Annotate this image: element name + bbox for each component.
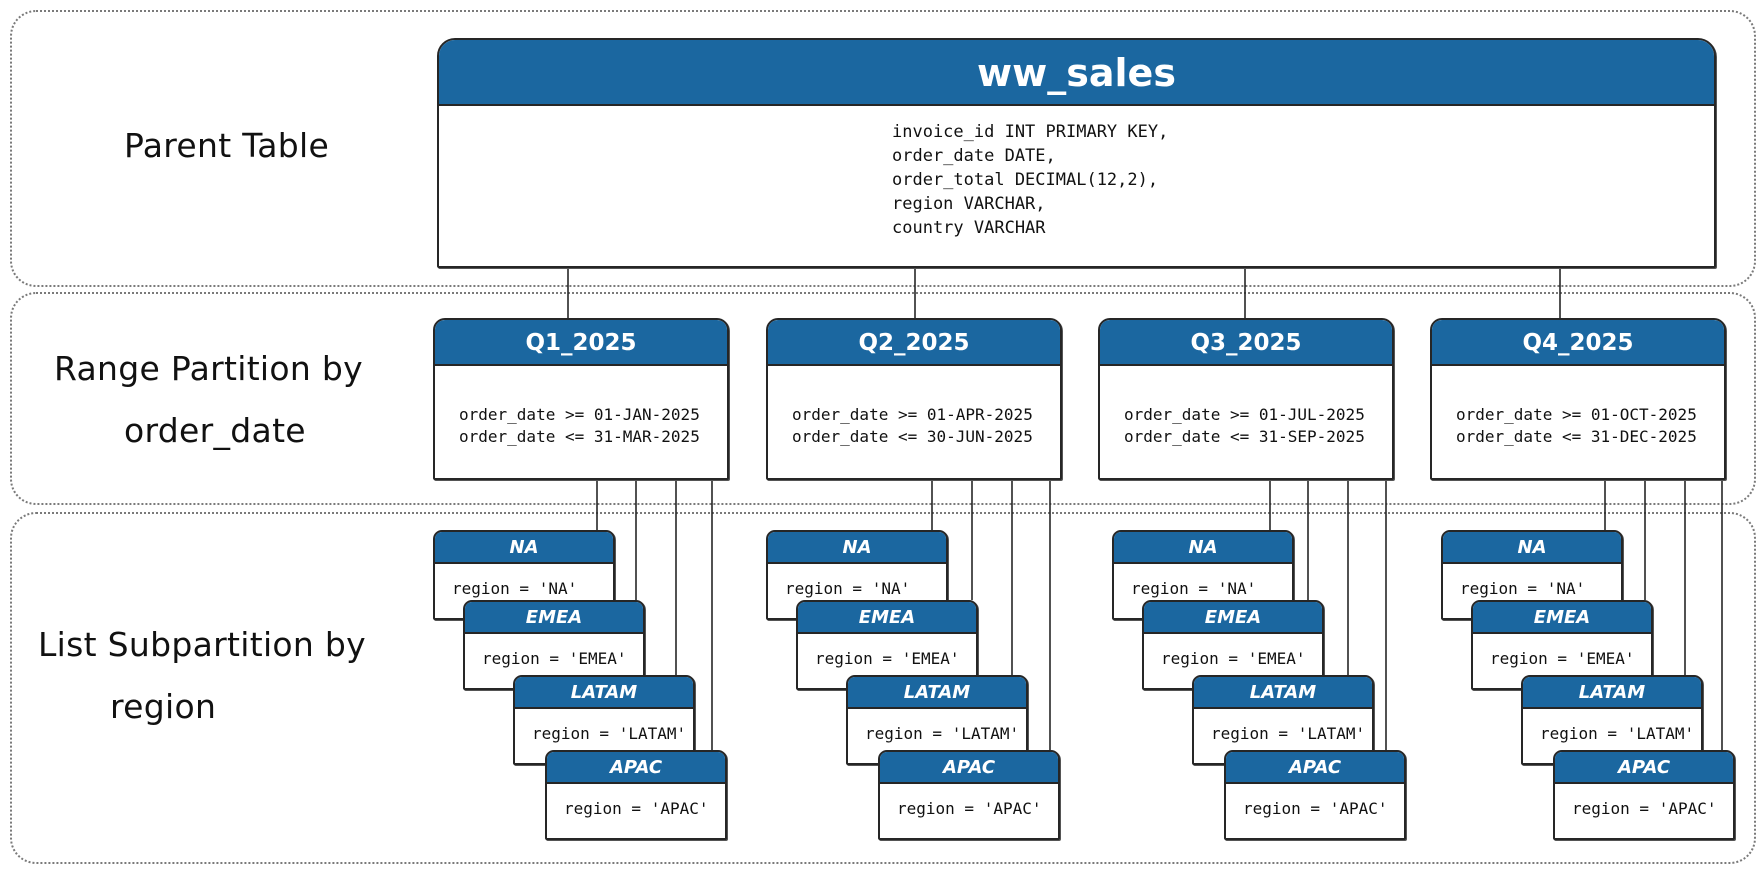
column-def: order_total DECIMAL(12,2), [892, 170, 1159, 190]
subpartition-name: NA [1443, 532, 1621, 564]
subpartition-condition: region = 'LATAM' [1211, 724, 1366, 743]
subpartition-name: APAC [1226, 752, 1404, 784]
subpartition-condition: region = 'APAC' [1572, 799, 1717, 818]
partition-bound-upper: order_date <= 31-SEP-2025 [1124, 427, 1365, 446]
subpartition-condition: region = 'NA' [1460, 579, 1586, 598]
partition-bound-upper: order_date <= 30-JUN-2025 [792, 427, 1033, 446]
subpartition-name: NA [1114, 532, 1292, 564]
band-range-partition [10, 292, 1756, 505]
subpartition-name: EMEA [798, 602, 976, 634]
subpartition-name: EMEA [465, 602, 643, 634]
partition-bound-lower: order_date >= 01-JUL-2025 [1124, 405, 1365, 424]
partition-bound-upper: order_date <= 31-DEC-2025 [1456, 427, 1697, 446]
subpartition-q3-emea[interactable]: EMEA region = 'EMEA' [1142, 600, 1324, 690]
label-parent-table: Parent Table [124, 115, 329, 177]
subpartition-condition: region = 'EMEA' [1490, 649, 1635, 668]
subpartition-name: NA [768, 532, 946, 564]
subpartition-name: APAC [1555, 752, 1733, 784]
subpartition-condition: region = 'APAC' [897, 799, 1042, 818]
parent-table-columns: invoice_id INT PRIMARY KEY, order_date DA… [439, 106, 1714, 240]
label-list-subpartition: List Subpartition by region [38, 614, 366, 738]
subpartition-name: EMEA [1473, 602, 1651, 634]
label-list-line2: region [110, 687, 217, 726]
column-def: order_date DATE, [892, 146, 1056, 166]
subpartition-condition: region = 'NA' [785, 579, 911, 598]
subpartition-name: APAC [880, 752, 1058, 784]
subpartition-q1-apac[interactable]: APAC region = 'APAC' [545, 750, 727, 840]
subpartition-condition: region = 'APAC' [1243, 799, 1388, 818]
subpartition-condition: region = 'LATAM' [865, 724, 1020, 743]
label-parent-table-text: Parent Table [124, 126, 330, 165]
partition-name: Q1_2025 [435, 320, 727, 366]
parent-table-name: ww_sales [439, 40, 1714, 106]
subpartition-condition: region = 'EMEA' [1161, 649, 1306, 668]
subpartition-q4-apac[interactable]: APAC region = 'APAC' [1553, 750, 1735, 840]
subpartition-name: LATAM [515, 677, 693, 709]
subpartition-condition: region = 'NA' [1131, 579, 1257, 598]
label-range-line2: order_date [124, 411, 306, 450]
subpartition-name: LATAM [848, 677, 1026, 709]
partition-bound-lower: order_date >= 01-APR-2025 [792, 405, 1033, 424]
subpartition-condition: region = 'LATAM' [1540, 724, 1695, 743]
band-parent-table [10, 10, 1756, 287]
column-def: country VARCHAR [892, 218, 1046, 238]
partition-bounds: order_date >= 01-JUL-2025 order_date <= 3… [1100, 366, 1392, 448]
label-list-line1: List Subpartition by [38, 625, 367, 664]
partition-bounds: order_date >= 01-JAN-2025 order_date <= 3… [435, 366, 727, 448]
column-def: invoice_id INT PRIMARY KEY, [892, 122, 1169, 142]
subpartition-q2-apac[interactable]: APAC region = 'APAC' [878, 750, 1060, 840]
subpartition-name: APAC [547, 752, 725, 784]
subpartition-name: NA [435, 532, 613, 564]
subpartition-condition: region = 'NA' [452, 579, 578, 598]
column-def: region VARCHAR, [892, 194, 1046, 214]
partition-name: Q4_2025 [1432, 320, 1724, 366]
partition-bound-lower: order_date >= 01-OCT-2025 [1456, 405, 1697, 424]
partition-bound-lower: order_date >= 01-JAN-2025 [459, 405, 700, 424]
partition-bounds: order_date >= 01-APR-2025 order_date <= 3… [768, 366, 1060, 448]
subpartition-condition: region = 'EMEA' [482, 649, 627, 668]
subpartition-name: LATAM [1194, 677, 1372, 709]
subpartition-name: EMEA [1144, 602, 1322, 634]
parent-table[interactable]: ww_sales invoice_id INT PRIMARY KEY, orde… [437, 38, 1716, 268]
partition-name: Q3_2025 [1100, 320, 1392, 366]
subpartition-condition: region = 'EMEA' [815, 649, 960, 668]
partition-name: Q2_2025 [768, 320, 1060, 366]
label-range-partition: Range Partition by order_date [54, 338, 363, 462]
subpartition-condition: region = 'APAC' [564, 799, 709, 818]
band-list-subpartition [10, 512, 1756, 864]
label-range-line1: Range Partition by [54, 349, 363, 388]
subpartition-name: LATAM [1523, 677, 1701, 709]
partition-bound-upper: order_date <= 31-MAR-2025 [459, 427, 700, 446]
subpartition-condition: region = 'LATAM' [532, 724, 687, 743]
subpartition-q3-apac[interactable]: APAC region = 'APAC' [1224, 750, 1406, 840]
partition-bounds: order_date >= 01-OCT-2025 order_date <= 3… [1432, 366, 1724, 448]
